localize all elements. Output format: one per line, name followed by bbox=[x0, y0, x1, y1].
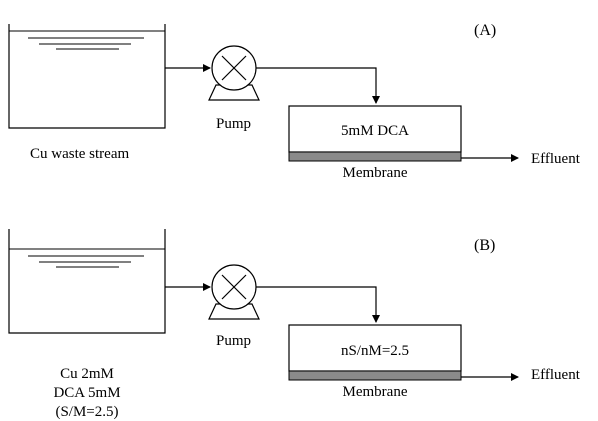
panel-b: (B) Cu 2mM DCA 5mM (S/M=2.5) Pump nS/nM=… bbox=[8, 229, 581, 420]
pump-cross bbox=[221, 55, 247, 81]
tank-outline bbox=[8, 24, 166, 129]
effluent-label-b: Effluent bbox=[531, 367, 581, 383]
membrane-a bbox=[288, 151, 462, 162]
waste-tank-b bbox=[8, 229, 166, 334]
membrane-label-a: Membrane bbox=[343, 165, 408, 181]
tank-label-b-line3: (S/M=2.5) bbox=[55, 404, 118, 420]
waste-tank-a bbox=[8, 24, 166, 129]
reactor-text-a: 5mM DCA bbox=[341, 123, 409, 139]
pump-cross bbox=[221, 274, 247, 300]
tank-label-a: Cu waste stream bbox=[30, 146, 129, 162]
panel-b-label: (B) bbox=[474, 237, 495, 254]
feed-pipe-arrow bbox=[256, 286, 380, 323]
pump-base bbox=[208, 303, 260, 320]
membrane-b bbox=[288, 370, 462, 381]
panel-a: (A) Cu waste stream Pump 5mM DCA Membran… bbox=[8, 22, 581, 181]
membrane-label-b: Membrane bbox=[343, 384, 408, 400]
reactor-cell-b bbox=[288, 324, 462, 372]
pump-label-b: Pump bbox=[216, 333, 251, 349]
reactor-cell-a bbox=[288, 105, 462, 153]
pump-base bbox=[208, 84, 260, 101]
tank-label-b-line1: Cu 2mM bbox=[60, 366, 114, 382]
effluent-label-a: Effluent bbox=[531, 151, 581, 167]
pump-label-a: Pump bbox=[216, 116, 251, 132]
reactor-text-b: nS/nM=2.5 bbox=[341, 343, 409, 359]
pump-icon bbox=[208, 264, 260, 320]
feed-pipe-arrow bbox=[256, 67, 380, 104]
panel-a-label: (A) bbox=[474, 22, 496, 39]
tank-outline bbox=[8, 229, 166, 334]
pump-icon bbox=[208, 45, 260, 101]
tank-label-b-line2: DCA 5mM bbox=[53, 385, 120, 401]
